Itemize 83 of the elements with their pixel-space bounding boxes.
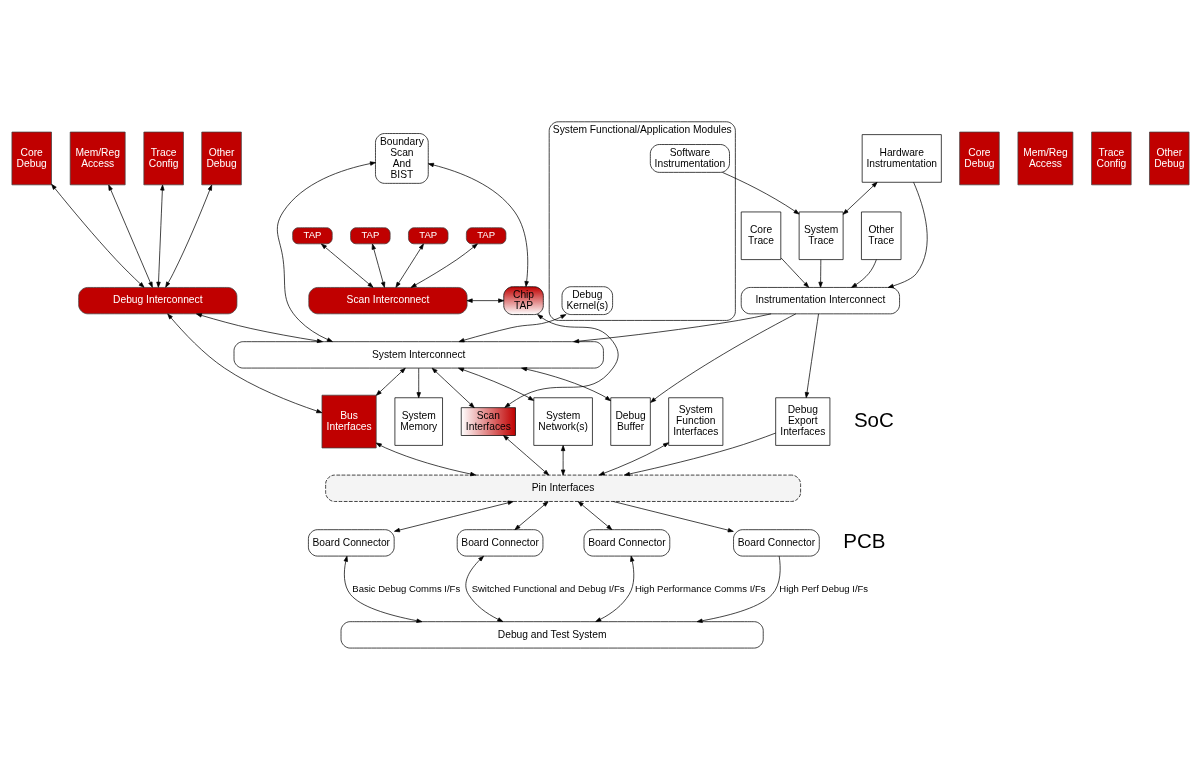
node-box: Board Connector xyxy=(583,528,671,556)
arrow xyxy=(780,257,809,288)
node-box: Mem/Reg Access xyxy=(1017,131,1074,185)
node-box: Debug Interconnect xyxy=(78,286,238,314)
node-box: Debug Buffer xyxy=(610,396,651,446)
arrow xyxy=(395,243,424,288)
arrow xyxy=(410,243,478,288)
node-box: Pin Interfaces xyxy=(325,474,801,502)
arrow xyxy=(343,555,423,623)
arrow xyxy=(650,312,797,403)
arrow xyxy=(514,500,549,530)
node-box: Instrumentation Interconnect xyxy=(740,286,900,314)
arrow xyxy=(577,500,613,530)
arrow xyxy=(851,258,877,288)
edge-label: Basic Debug Comms I/Fs xyxy=(352,582,461,594)
node-box: Trace Config xyxy=(143,131,184,185)
node-box: Other Debug xyxy=(201,131,242,185)
node-box: Board Connector xyxy=(456,528,544,556)
node-box: Other Trace xyxy=(861,211,902,260)
node-box: Chip TAP xyxy=(503,285,544,315)
arrow xyxy=(196,312,323,343)
arrow xyxy=(804,313,819,398)
edge-label: Switched Functional and Debug I/Fs xyxy=(471,582,625,594)
arrow xyxy=(887,181,928,288)
arrow xyxy=(394,500,514,532)
label: PCB xyxy=(843,528,886,552)
node-box: Core Debug xyxy=(959,131,1000,185)
arrow xyxy=(375,367,406,396)
node-box: Software Instrumentation xyxy=(649,143,730,173)
node-box: Trace Config xyxy=(1091,131,1132,185)
arrow xyxy=(503,434,550,475)
arrow xyxy=(504,313,619,408)
node-box: System Function Interfaces xyxy=(668,396,724,446)
arrow xyxy=(465,555,504,622)
node-box: Board Connector xyxy=(308,528,395,556)
arrow xyxy=(165,184,213,288)
arrow xyxy=(167,313,323,413)
arrow xyxy=(573,313,772,343)
node-box: Hardware Instrumentation xyxy=(861,133,942,183)
node-box: Core Trace xyxy=(740,211,782,260)
arrow xyxy=(560,444,566,475)
node-box: Core Debug xyxy=(11,131,52,185)
arrow xyxy=(595,555,635,622)
arrow xyxy=(613,500,734,532)
arrow xyxy=(624,432,776,476)
edge-label: High Perf Debug I/Fs xyxy=(779,582,869,594)
node-box: Debug Kernel(s) xyxy=(561,285,613,315)
node-box: Bus Interfaces xyxy=(321,394,377,448)
arrow xyxy=(108,184,153,288)
node-box: TAP xyxy=(292,226,333,244)
arrow xyxy=(458,313,567,342)
node-box: System Trace xyxy=(798,211,844,260)
label: SoC xyxy=(853,407,894,431)
node-box: Mem/Reg Access xyxy=(69,131,126,185)
arrow xyxy=(722,171,800,214)
node-box: System Memory xyxy=(394,396,443,446)
edge-label: High Performance Comms I/Fs xyxy=(634,582,766,594)
node-box: Other Debug xyxy=(1149,131,1190,185)
node-box: Board Connector xyxy=(733,528,820,556)
arrow xyxy=(321,243,374,288)
arrow xyxy=(375,442,477,476)
node-box: TAP xyxy=(408,226,449,244)
arrow xyxy=(416,367,421,398)
node-box: Scan Interfaces xyxy=(460,406,516,436)
arrow xyxy=(521,366,611,401)
arrow xyxy=(598,441,669,475)
node-box: Scan Interconnect xyxy=(308,286,468,314)
arrow xyxy=(431,367,475,408)
arrow xyxy=(428,162,529,287)
arrow xyxy=(842,181,878,215)
arrow xyxy=(156,184,165,288)
arrow xyxy=(466,297,505,303)
node-box: TAP xyxy=(466,226,507,244)
arrow xyxy=(51,183,145,288)
arrow xyxy=(371,243,386,288)
node-box: System Network(s) xyxy=(533,396,593,446)
arrow xyxy=(458,367,534,401)
arrow xyxy=(277,160,376,342)
arrow xyxy=(818,258,823,288)
node-box: Debug Export Interfaces xyxy=(775,396,831,446)
node-box: TAP xyxy=(350,226,391,244)
node-box: Boundary Scan And BIST xyxy=(375,132,429,184)
arrow xyxy=(696,555,781,623)
